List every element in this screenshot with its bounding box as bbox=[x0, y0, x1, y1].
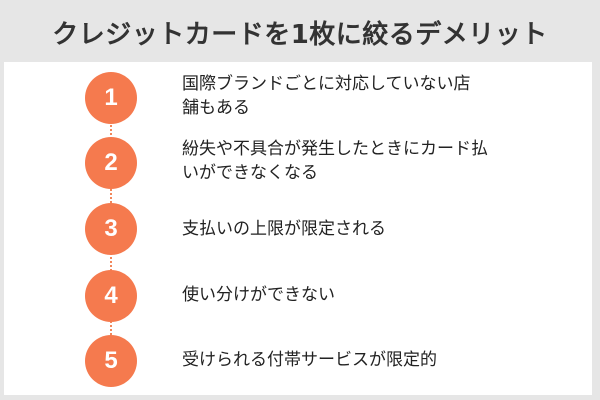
step-text: 受けられる付帯サービスが限定的 bbox=[182, 350, 437, 370]
step-number-badge: 5 bbox=[85, 335, 137, 387]
step-number-badge: 3 bbox=[85, 203, 137, 255]
step-text: 国際ブランドごとに対応していない店 舗もある bbox=[182, 72, 542, 120]
step-text-line: いができなくなる bbox=[182, 163, 318, 183]
page-title: クレジットカードを1枚に絞るデメリット bbox=[52, 20, 548, 50]
step-text-line: 舗もある bbox=[182, 98, 250, 118]
step-text: 支払いの上限が限定される bbox=[182, 219, 386, 239]
step-text: 使い分けができない bbox=[182, 285, 335, 305]
step-text-line: 国際ブランドごとに対応していない店 bbox=[182, 74, 471, 94]
step-number-badge: 2 bbox=[85, 137, 137, 189]
step-number-badge: 1 bbox=[85, 72, 137, 124]
steps-card: 1 国際ブランドごとに対応していない店 舗もある 2 紛失や不具合が発生したとき… bbox=[4, 62, 592, 395]
step-number-badge: 4 bbox=[85, 270, 137, 322]
step-text-line: 紛失や不具合が発生したときにカード払 bbox=[182, 139, 488, 159]
step-text: 紛失や不具合が発生したときにカード払 いができなくなる bbox=[182, 137, 542, 185]
